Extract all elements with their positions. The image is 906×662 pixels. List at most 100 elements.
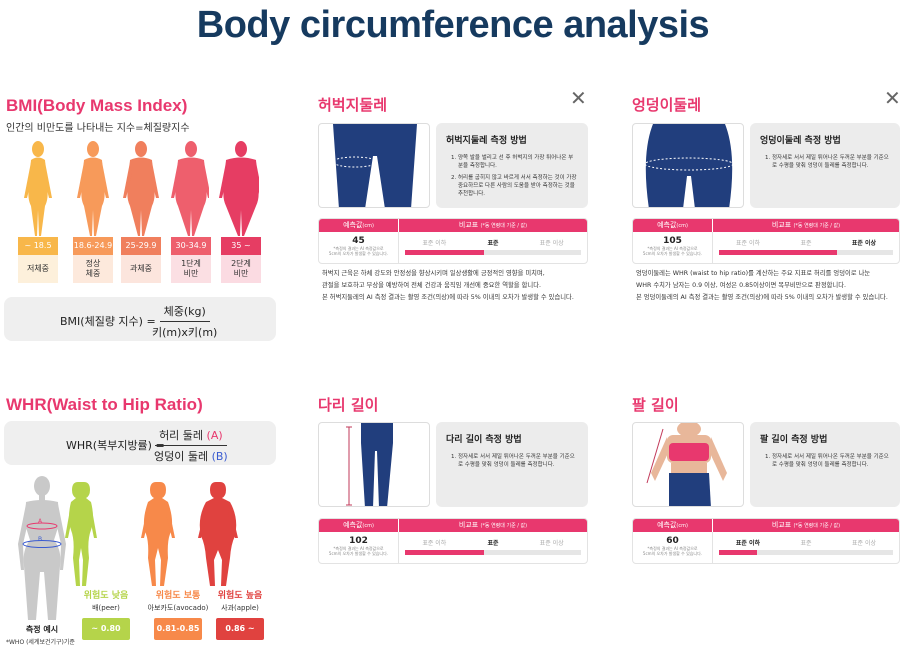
pred-value: 102 bbox=[349, 536, 368, 546]
arm-method-steps: 정자세로 서서 제일 튀어나온 두꺼운 부분을 기준으로 수평을 맞춰 엉덩이 … bbox=[760, 453, 890, 469]
compare-level-label: 표준 이하 bbox=[735, 540, 761, 547]
hip-image bbox=[632, 123, 744, 208]
compare-level-label: 표준 이상 bbox=[851, 240, 877, 247]
compare-bar bbox=[719, 250, 893, 255]
compare-header: 비교표 (*동 연령대 기준 / 값) bbox=[458, 521, 528, 529]
hip-description: 엉덩이둘레는 WHR (waist to hip ratio)를 계산하는 주요… bbox=[636, 268, 906, 304]
compare-cell: 표준 이하 표준 표준 이상 bbox=[713, 232, 899, 263]
result-table-header: 예측값(cm) 비교표 (*동 연령대 기준 / 값) bbox=[633, 519, 899, 532]
whr-body-figure bbox=[198, 482, 238, 586]
result-table-header: 예측값(cm) 비교표 (*동 연령대 기준 / 값) bbox=[319, 519, 587, 532]
compare-level-label: 표준 이하 bbox=[422, 240, 447, 247]
hip-illustration bbox=[644, 124, 734, 207]
pred-value: 60 bbox=[666, 536, 679, 546]
hip-method-title: 엉덩이둘레 측정 방법 bbox=[760, 136, 841, 146]
pred-header: 예측값(cm) bbox=[633, 519, 713, 532]
compare-levels: 표준 이하 표준 표준 이상 bbox=[719, 238, 893, 247]
compare-bar bbox=[405, 550, 581, 555]
whr-example-figure bbox=[18, 476, 66, 620]
bmi-range-badge: 30-34.9 bbox=[171, 237, 211, 255]
pred-header: 예측값(cm) bbox=[633, 219, 713, 232]
compare-level-label: 표준 bbox=[487, 540, 499, 547]
whr-value-badge: 0.81-0.85 bbox=[154, 618, 202, 640]
arm-illustration bbox=[646, 423, 727, 506]
leg-illustration bbox=[346, 423, 393, 506]
whr-example-label: 측정 예시 bbox=[25, 625, 59, 634]
bmi-figure bbox=[24, 141, 52, 236]
whr-den-tag: (B) bbox=[211, 450, 228, 463]
whr-den-text: 엉덩이 둘레 bbox=[154, 450, 212, 463]
whr-body-figure bbox=[65, 482, 97, 586]
whr-fruit-label: 아보카도(avocado) bbox=[147, 604, 209, 612]
pred-value: 105 bbox=[663, 236, 682, 246]
bmi-formula-label: BMI(체질량 지수) = bbox=[60, 315, 156, 328]
method-step: 정자세로 서서 제일 튀어나온 두꺼운 부분을 기준으로 수평을 맞춰 엉덩이 … bbox=[772, 453, 890, 469]
whr-formula-box: WHR(복부지방률) = 허리 둘레 (A) 엉덩이 둘레 (B) bbox=[4, 421, 276, 465]
bmi-heading: BMI(Body Mass Index) bbox=[6, 96, 188, 115]
whr-risk-label: 위험도 낮음 bbox=[83, 591, 129, 601]
leg-method-title: 다리 길이 측정 방법 bbox=[446, 435, 522, 445]
method-step: 허리를 굽히지 않고 바르게 서서 측정하는 것이 가장 중요하므로 다른 사람… bbox=[458, 174, 578, 198]
bmi-figure bbox=[171, 141, 209, 236]
close-icon[interactable]: ✕ bbox=[884, 86, 901, 110]
whr-fruit-label: 배(peer) bbox=[92, 604, 120, 612]
bmi-category-label: 1단계 비만 bbox=[171, 255, 211, 283]
description-line: 본 허벅지둘레의 AI 측정 결과는 촬영 조건(의상)에 따라 5% 이내의 … bbox=[322, 294, 574, 301]
whr-num-tag: (A) bbox=[206, 429, 223, 442]
thigh-illustration bbox=[332, 124, 417, 207]
hip-result-table: 예측값(cm) 비교표 (*동 연령대 기준 / 값) 105 *측정의 결과는… bbox=[632, 218, 900, 264]
hip-card-title: 엉덩이둘레 bbox=[632, 96, 702, 114]
method-step: 정자세로 서서 제일 튀어나온 두꺼운 부분을 기준으로 수평을 맞춰 엉덩이 … bbox=[772, 154, 890, 170]
whr-heading: WHR(Waist to Hip Ratio) bbox=[6, 395, 203, 414]
bmi-category-label: 과체중 bbox=[121, 255, 161, 283]
whr-risk-label: 위험도 보통 bbox=[155, 591, 201, 601]
thigh-image bbox=[318, 123, 430, 208]
close-icon[interactable]: ✕ bbox=[570, 86, 587, 110]
pred-header: 예측값(cm) bbox=[319, 519, 399, 532]
compare-level-label: 표준 이하 bbox=[422, 540, 447, 547]
compare-level-label: 표준 이하 bbox=[736, 240, 760, 247]
whr-value-badge: 0.86 ~ bbox=[216, 618, 264, 640]
compare-bar-fill bbox=[719, 550, 758, 555]
result-table-header: 예측값(cm) 비교표 (*동 연령대 기준 / 값) bbox=[319, 219, 587, 232]
hip-method-steps: 정자세로 서서 제일 튀어나온 두꺼운 부분을 기준으로 수평을 맞춰 엉덩이 … bbox=[760, 154, 890, 170]
compare-level-label: 표준 bbox=[800, 240, 812, 247]
method-step: 양쪽 발을 벌리고 선 후 허벅지의 가장 튀어나온 부분을 측정합니다. bbox=[458, 154, 578, 170]
bmi-formula-fraction: 체중(kg) 키(m)x키(m) bbox=[152, 303, 217, 340]
result-table-header: 예측값(cm) 비교표 (*동 연령대 기준 / 값) bbox=[633, 219, 899, 232]
whr-formula-fraction: 허리 둘레 (A) 엉덩이 둘레 (B) bbox=[154, 427, 228, 464]
bmi-figure bbox=[77, 141, 109, 236]
compare-bar-fill bbox=[405, 550, 485, 555]
compare-level-label: 표준 이상 bbox=[852, 540, 876, 547]
leg-method-box: 다리 길이 측정 방법 정자세로 서서 제일 튀어나온 두꺼운 부분을 기준으로… bbox=[436, 422, 588, 507]
compare-header: 비교표 (*동 연령대 기준 / 값) bbox=[771, 221, 841, 229]
bmi-category-label: 2단계 비만 bbox=[221, 255, 261, 283]
leg-card-title: 다리 길이 bbox=[318, 396, 379, 414]
thigh-description: 허벅지 근육은 하체 강도와 안정성을 향상시키며 일상생활에 긍정적인 영향을… bbox=[322, 268, 592, 304]
arm-card-title: 팔 길이 bbox=[632, 396, 679, 414]
leg-image bbox=[318, 422, 430, 507]
compare-bar bbox=[719, 550, 893, 555]
compare-header: 비교표 (*동 연령대 기준 / 값) bbox=[771, 521, 841, 529]
description-line: WHR 수치가 남자는 0.9 이상, 여성은 0.85이상이면 복부비만으로 … bbox=[636, 282, 847, 289]
leg-method-steps: 정자세로 서서 제일 튀어나온 두꺼운 부분을 기준으로 수평을 맞춰 엉덩이 … bbox=[446, 453, 578, 469]
bmi-formula-numerator: 체중(kg) bbox=[159, 303, 210, 322]
description-line: 관절을 보호하고 부상을 예방하여 전체 건강과 움직임 개선에 중요한 역할을… bbox=[322, 282, 541, 289]
hip-method-box: 엉덩이둘레 측정 방법 정자세로 서서 제일 튀어나온 두꺼운 부분을 기준으로… bbox=[750, 123, 900, 208]
bmi-figure bbox=[219, 141, 259, 236]
bmi-formula-denominator: 키(m)x키(m) bbox=[152, 326, 218, 339]
thigh-method-title: 허벅지둘레 측정 방법 bbox=[446, 136, 527, 146]
